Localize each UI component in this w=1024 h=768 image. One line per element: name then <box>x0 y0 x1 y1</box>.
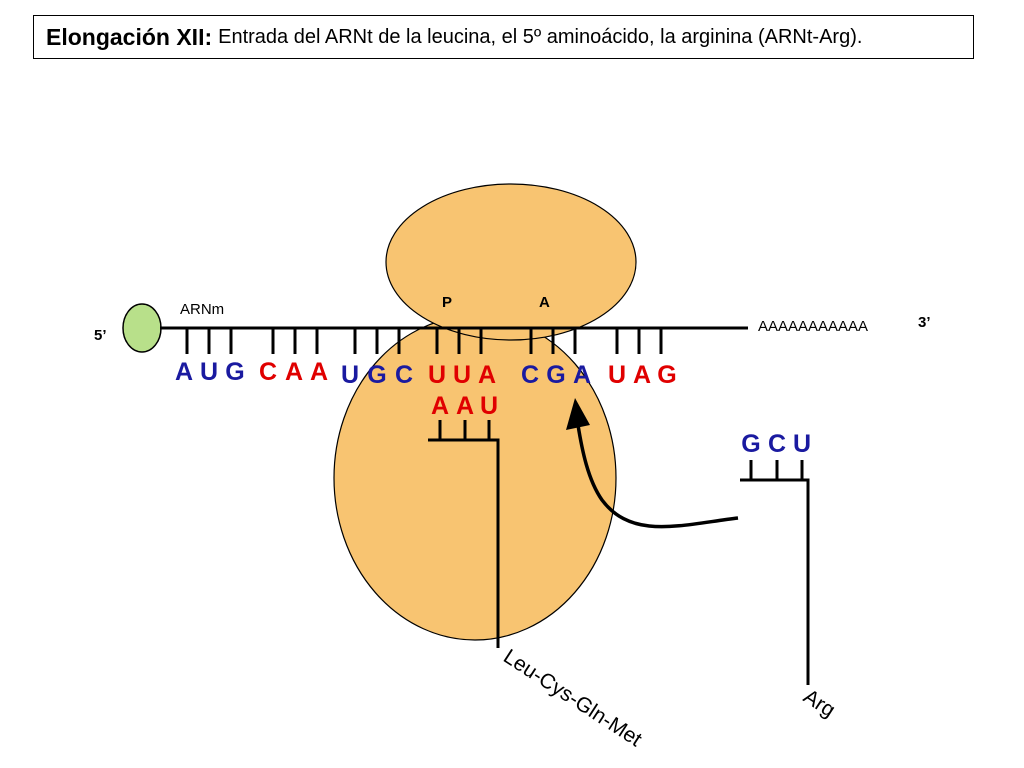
mrna-base: U <box>200 358 218 386</box>
trna-incoming-anticodon-base: U <box>793 430 811 458</box>
trna-incoming-anticodon-base: G <box>741 430 760 458</box>
mrna-base: U <box>608 361 626 389</box>
mrna-base: G <box>367 361 386 389</box>
site-p-label: P <box>442 294 452 311</box>
ribosome-small-subunit <box>385 183 637 341</box>
amino-acid-label: Arg <box>799 685 839 722</box>
site-a-label: A <box>539 294 550 311</box>
mrna-base: A <box>175 358 193 386</box>
entry-arrow <box>576 424 739 529</box>
five-prime-label: 5’ <box>94 327 107 344</box>
mrna-label: ARNm <box>180 301 224 318</box>
mrna-base: U <box>341 361 359 389</box>
mrna-base: A <box>310 358 328 386</box>
mrna-base: A <box>478 361 496 389</box>
mrna-base: A <box>633 361 651 389</box>
mrna-base: C <box>521 361 539 389</box>
mrna-base: G <box>657 361 676 389</box>
title-heading: Elongación XII: <box>46 23 213 50</box>
trna-p-anticodon-base: U <box>480 392 498 420</box>
title-description: Entrada del ARNt de la leucina, el 5º am… <box>218 25 863 48</box>
three-prime-label: 3’ <box>918 314 931 331</box>
mrna-base: G <box>225 358 244 386</box>
trna-p-anticodon-base: A <box>431 392 449 420</box>
mrna-ticks <box>185 328 663 354</box>
mrna-5-cap <box>122 303 162 353</box>
arrow-head-icon <box>566 398 590 430</box>
poly-a-tail: AAAAAAAAAAA <box>758 318 868 335</box>
mrna-bases: A U G C A A U G C U U A C G A U A G <box>175 358 677 389</box>
mrna-base: C <box>259 358 277 386</box>
mrna-base: C <box>395 361 413 389</box>
title-box: Elongación XII: Entrada del ARNt de la l… <box>33 15 974 59</box>
trna-incoming-anticodon-base: C <box>768 430 786 458</box>
trna-incoming: G C U Arg <box>740 430 839 722</box>
mrna-base: G <box>546 361 565 389</box>
mrna-base: U <box>453 361 471 389</box>
mrna-base: U <box>428 361 446 389</box>
peptide-chain-label: Leu-Cys-Gln-Met <box>499 645 646 751</box>
mrna-base: A <box>573 361 591 389</box>
trna-p-anticodon-base: A <box>456 392 474 420</box>
mrna-base: A <box>285 358 303 386</box>
